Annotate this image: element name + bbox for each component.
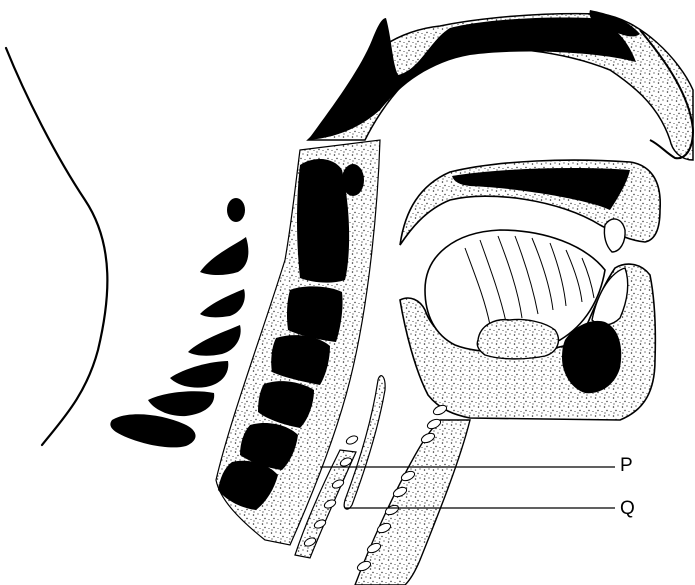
neck-skin-outline <box>6 48 107 445</box>
spinous-processes <box>110 198 248 447</box>
upper-incisor <box>604 219 625 252</box>
label-q: Q <box>620 499 635 518</box>
hyoid-mass <box>477 319 558 358</box>
label-p: P <box>620 456 633 475</box>
skull-base-bones <box>308 10 640 140</box>
